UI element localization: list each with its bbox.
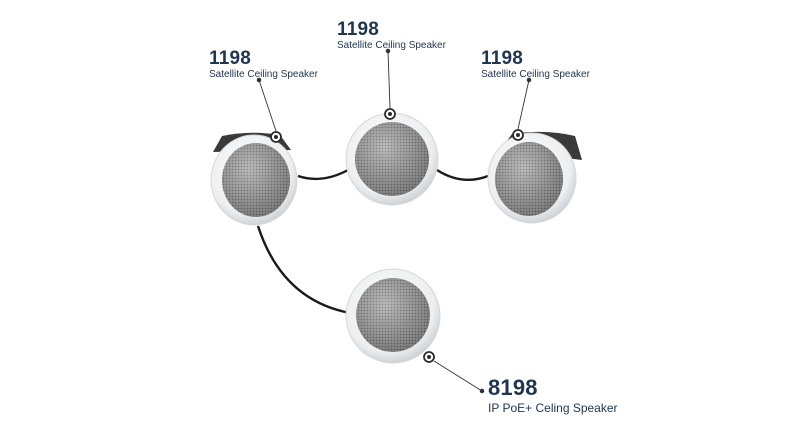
cable-center-to-right	[436, 168, 489, 182]
model-description: Satellite Ceiling Speaker	[481, 69, 590, 80]
cable-left-to-bottom	[256, 225, 351, 315]
model-number: 1198	[481, 48, 524, 69]
label-speaker-left: 1198 Satellite Ceiling Speaker	[209, 49, 318, 80]
leader-line-right	[517, 79, 530, 130]
label-speaker-right: 1198 Satellite Ceiling Speaker	[481, 49, 590, 80]
leader-lines	[256, 48, 532, 394]
speaker-right	[487, 129, 582, 224]
speaker-bottom	[345, 268, 441, 364]
leader-line-bottom	[433, 360, 483, 392]
speaker-center	[345, 108, 439, 206]
leader-line-left	[258, 79, 277, 132]
model-description: Satellite Ceiling Speaker	[337, 40, 446, 51]
model-number: 1198	[337, 19, 380, 40]
label-speaker-center: 1198 Satellite Ceiling Speaker	[337, 20, 446, 51]
model-description: IP PoE+ Celing Speaker	[488, 401, 618, 415]
model-number: 8198	[488, 375, 538, 400]
label-speaker-bottom: 8198 IP PoE+ Celing Speaker	[488, 375, 618, 415]
model-number: 1198	[209, 48, 252, 69]
model-description: Satellite Ceiling Speaker	[209, 69, 318, 80]
speaker-left	[210, 131, 298, 226]
cable-left-to-center	[297, 168, 349, 181]
leader-line-center	[387, 50, 391, 109]
cables	[256, 168, 489, 315]
